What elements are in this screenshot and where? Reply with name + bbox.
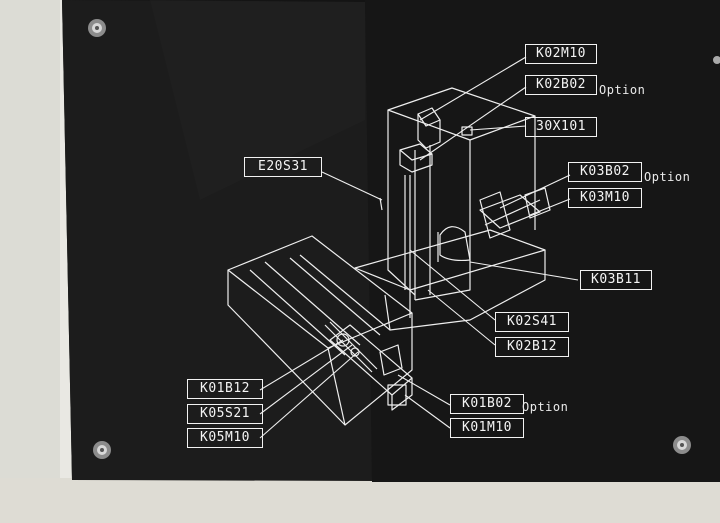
screw-top-left	[88, 19, 106, 37]
leader-lines	[259, 56, 579, 439]
label-K03M10: K03M10	[568, 188, 642, 208]
label-K02M10: K02M10	[525, 44, 597, 64]
label-K01M10: K01M10	[450, 418, 524, 438]
machine-line-art	[227, 87, 551, 426]
label-K01B12: K01B12	[187, 379, 263, 399]
label-K02B12: K02B12	[495, 337, 569, 357]
label-K02S41: K02S41	[495, 312, 569, 332]
label-K01B02: K01B02	[450, 394, 524, 414]
label-30X101: 30X101	[525, 117, 597, 137]
label-K03B02: K03B02	[568, 162, 642, 182]
option-K02B02: Option	[599, 83, 646, 97]
label-K05S21: K05S21	[187, 404, 263, 424]
option-K03B02: Option	[644, 170, 691, 184]
label-E20S31: E20S31	[244, 157, 322, 177]
screw-bottom-right	[673, 436, 691, 454]
label-K03B11: K03B11	[580, 270, 652, 290]
label-K05M10: K05M10	[187, 428, 263, 448]
screw-bottom-left	[93, 441, 111, 459]
option-K01B02: Option	[522, 400, 569, 414]
label-K02B02: K02B02	[525, 75, 597, 95]
